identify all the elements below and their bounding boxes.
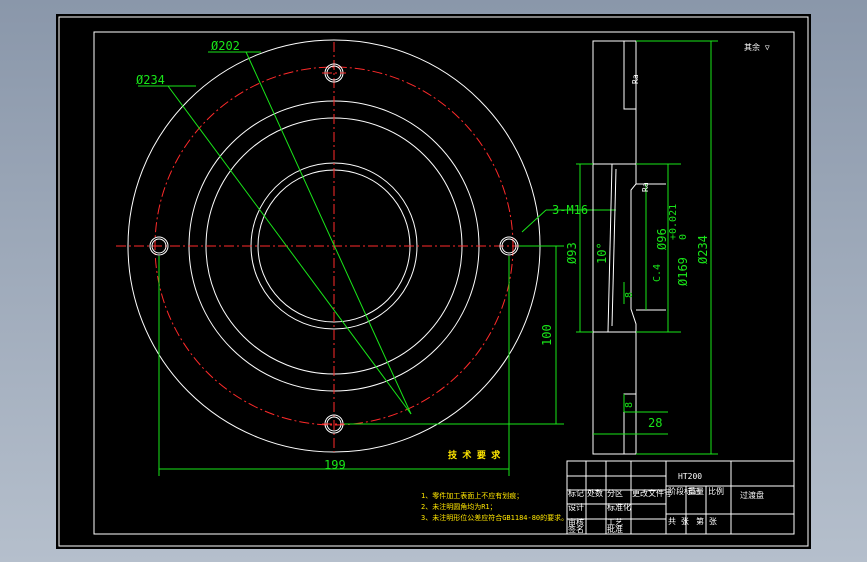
bolt-hole-right: [499, 236, 519, 256]
note-3: 3、未注明形位公差应符合GB1184-80的要求。: [421, 513, 568, 522]
section-top: [592, 40, 637, 165]
dim-chamfer: C.4: [652, 264, 663, 282]
dim-dia-169: Ø169: [676, 257, 690, 286]
dim-dia-96: Ø96: [655, 228, 669, 250]
notes-title: 技 术 要 求: [448, 449, 501, 461]
svg-text:标准化: 标准化: [607, 502, 631, 512]
svg-text:更改文件号: 更改文件号: [632, 488, 672, 498]
outer-frame: [58, 16, 809, 547]
tol-upper: +0.021: [668, 204, 679, 240]
bolt-hole-top: [322, 63, 346, 83]
bolt-hole-bottom: [322, 414, 346, 434]
svg-text:处数: 处数: [587, 488, 603, 498]
dim-28: 28: [648, 416, 662, 430]
svg-text:阶段标记: 阶段标记: [668, 486, 700, 496]
part-name: 过渡盘: [740, 490, 764, 500]
svg-text:工艺: 工艺: [607, 518, 623, 527]
cad-drawing-canvas[interactable]: Ø234 Ø202 3-M16 100 199: [56, 14, 811, 549]
title-block: HT200 过渡盘 标记 处数 分区 更改文件号 设计 标准化 审核 工艺 签名…: [566, 460, 795, 535]
svg-text:比例: 比例: [708, 486, 724, 496]
svg-text:标记: 标记: [568, 488, 584, 498]
note-2: 2、未注明圆角均为R1；: [421, 502, 497, 511]
svg-text:共 张: 共 张: [668, 517, 689, 526]
tol-lower: 0: [678, 234, 689, 240]
material: HT200: [678, 472, 702, 481]
dim-dia-234: Ø234: [136, 73, 165, 87]
svg-text:签名: 签名: [568, 524, 584, 534]
dim-dia-202: Ø202: [211, 39, 240, 53]
svg-text:重量: 重量: [688, 486, 704, 496]
technical-notes: 技 术 要 求 1、零件加工表面上不应有划痕； 2、未注明圆角均为R1； 3、未…: [421, 449, 568, 522]
svg-text:分区: 分区: [607, 489, 623, 498]
dim-8-bottom: 8: [624, 402, 635, 408]
dim-dia-93: Ø93: [565, 242, 579, 264]
bolt-hole-left: [149, 236, 169, 256]
svg-text:批准: 批准: [607, 524, 623, 534]
svg-text:审核: 审核: [568, 517, 584, 527]
drawing-svg: Ø234 Ø202 3-M16 100 199: [58, 16, 809, 547]
svg-text:设计: 设计: [568, 502, 584, 512]
dim-8-top: 8: [624, 292, 635, 298]
dim-angle: 10°: [595, 242, 609, 264]
inner-frame: [93, 31, 795, 535]
dim-dia-234-section: Ø234: [696, 235, 710, 264]
surface-finish-top: Ra: [631, 74, 640, 84]
note-1: 1、零件加工表面上不应有划痕；: [421, 491, 523, 500]
dim-height: 100: [540, 324, 554, 346]
section-bottom: [592, 331, 637, 455]
front-dimensions: Ø234 Ø202 3-M16 100 199: [136, 39, 616, 476]
surface-finish-rest: 其余 ▽: [744, 42, 770, 52]
section-dimensions: Ø93 10° Ø96 Ø169 +0.021 0 Ø234 C.4 8 8 2…: [565, 40, 770, 455]
surface-finish-mid: Ra: [641, 182, 650, 192]
svg-text:第 张: 第 张: [696, 516, 717, 526]
front-view: [116, 39, 556, 453]
dim-width: 199: [324, 458, 346, 472]
dim-holes: 3-M16: [552, 203, 588, 217]
